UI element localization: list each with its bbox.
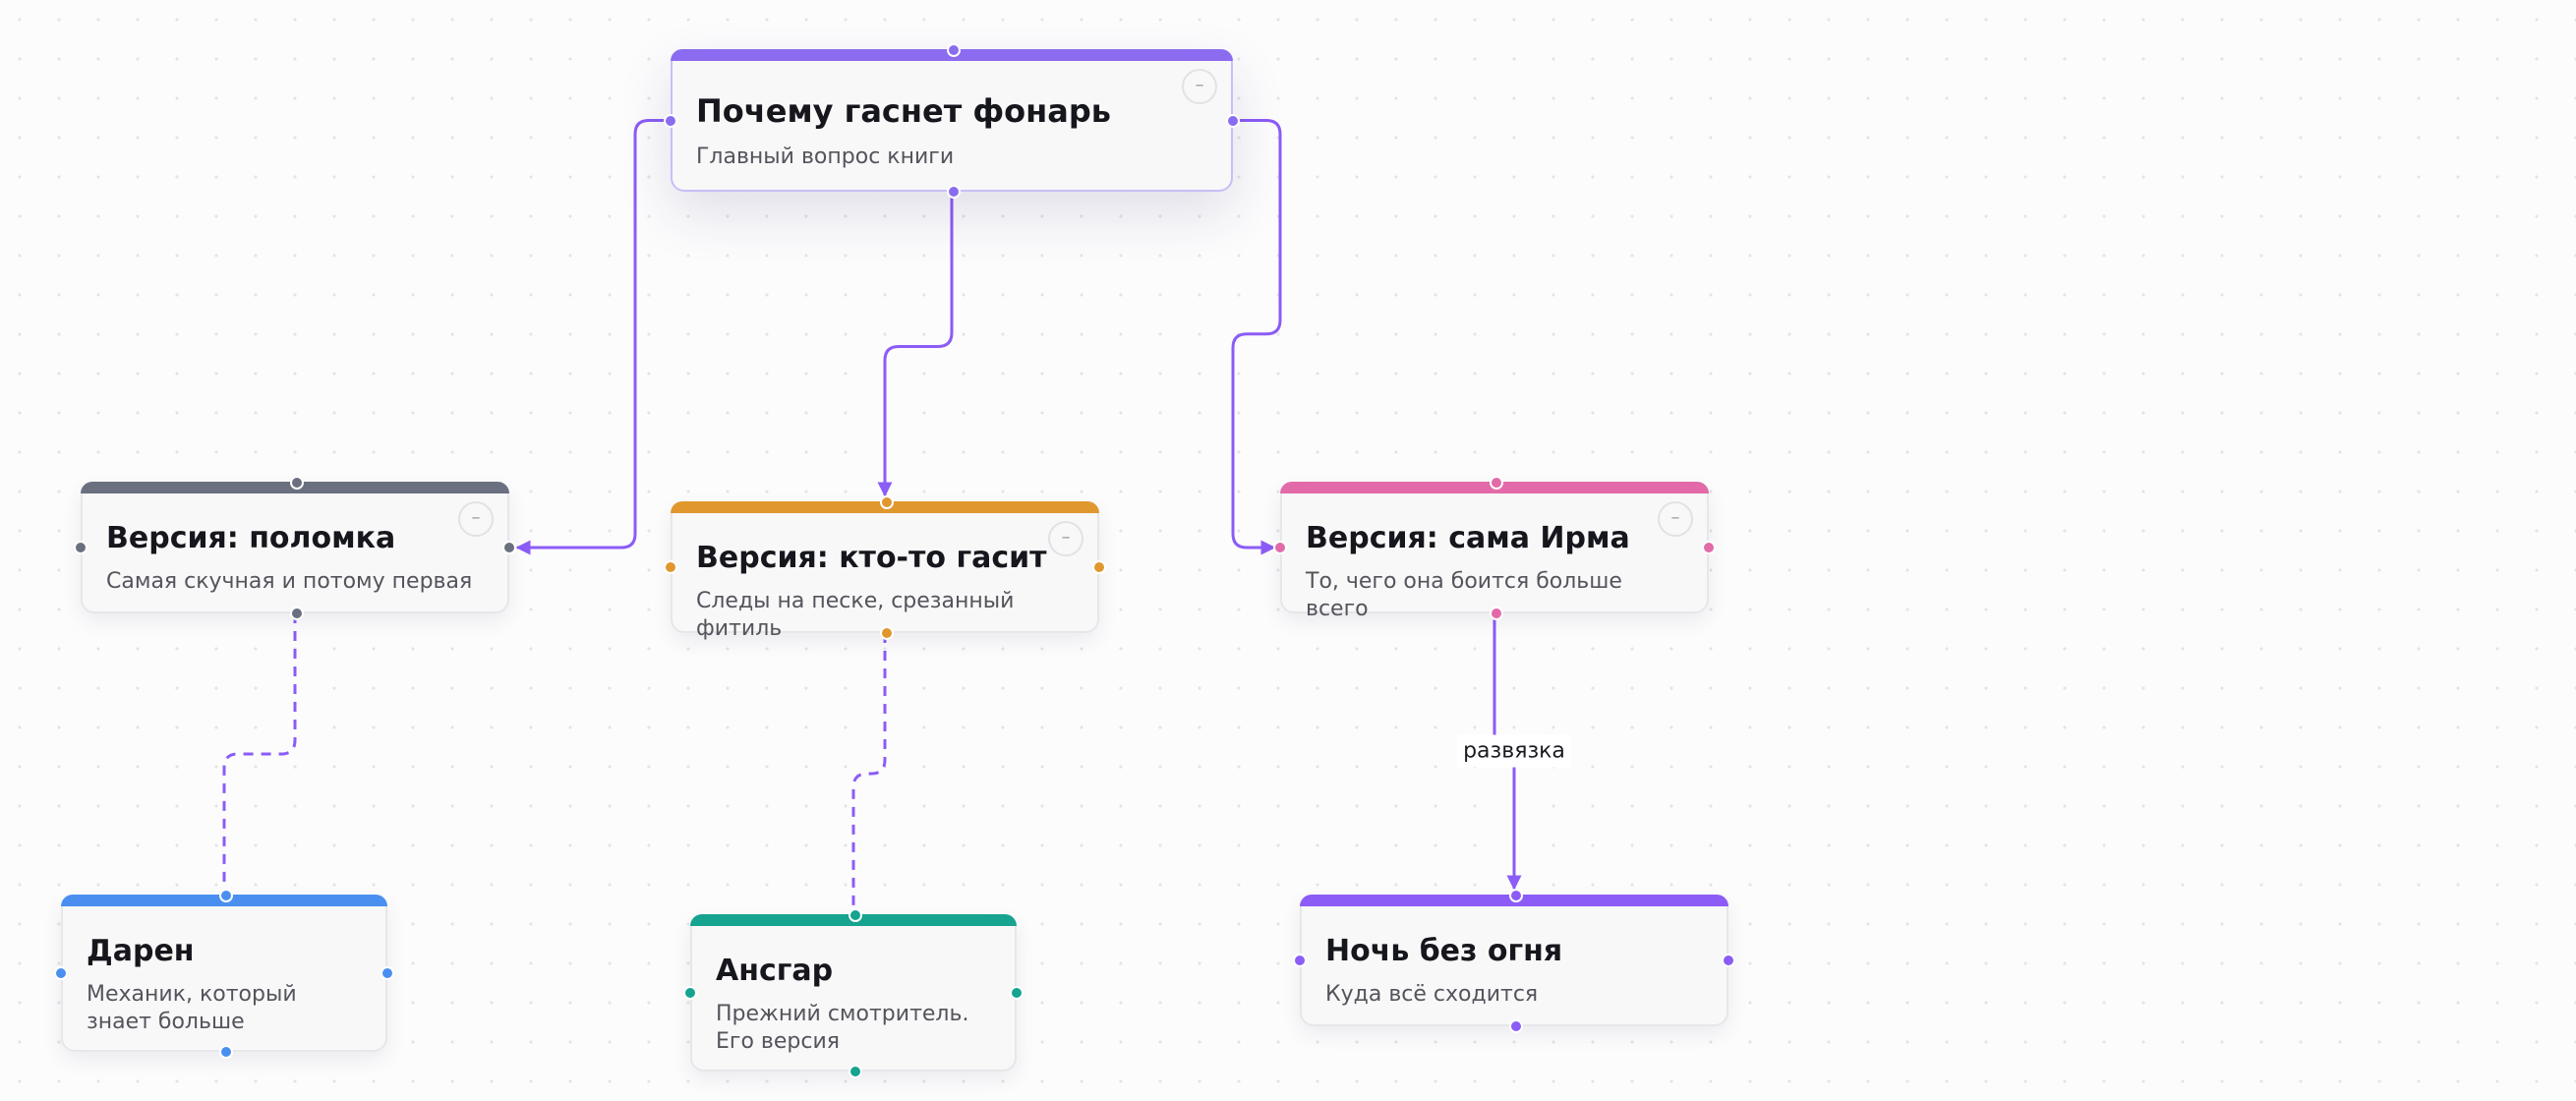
port-bottom[interactable] (1490, 607, 1503, 620)
node-subtitle: Следы на песке, срезанный фитиль (696, 589, 1015, 641)
node-subtitle: Механик, который знает больше (87, 982, 297, 1034)
port-left[interactable] (664, 560, 677, 574)
port-bottom[interactable] (1509, 1019, 1523, 1033)
port-right[interactable] (1010, 986, 1024, 1000)
port-left[interactable] (74, 541, 88, 554)
port-left[interactable] (1273, 541, 1287, 554)
node-title: Дарен (87, 934, 195, 968)
node-title: Версия: кто-то гасит (696, 541, 1047, 575)
node-title: Ночь без огня (1325, 934, 1563, 968)
edge-label: развязка (1457, 734, 1571, 768)
port-right[interactable] (1226, 113, 1240, 128)
port-top[interactable] (290, 476, 304, 490)
node-subtitle: Прежний смотритель. Его версия (716, 1002, 969, 1054)
minus-icon: – (471, 507, 481, 528)
node-title: Ансгар (716, 954, 834, 988)
port-bottom[interactable] (290, 607, 304, 620)
port-right[interactable] (1702, 541, 1716, 554)
edge-root-to-someone[interactable] (877, 192, 954, 497)
collapse-button[interactable]: – (1182, 69, 1217, 104)
port-right[interactable] (1092, 560, 1106, 574)
minus-icon: – (1061, 527, 1071, 548)
edge-root-to-breakdown[interactable] (515, 119, 671, 555)
port-right[interactable] (1722, 954, 1735, 967)
port-left[interactable] (54, 966, 68, 980)
port-bottom[interactable] (947, 185, 961, 199)
node-title: Почему гаснет фонарь (696, 92, 1111, 130)
edge-someone-to-ansgar[interactable] (851, 633, 887, 914)
node-subtitle: Главный вопрос книги (696, 145, 955, 169)
node-title: Версия: поломка (106, 521, 396, 555)
port-top[interactable] (1490, 476, 1503, 490)
port-top[interactable] (219, 889, 233, 902)
minus-icon: – (1670, 507, 1680, 528)
port-top[interactable] (849, 908, 862, 922)
node-subtitle: Куда всё сходится (1325, 982, 1539, 1007)
node-title: Версия: сама Ирма (1306, 521, 1630, 555)
port-bottom[interactable] (219, 1045, 233, 1059)
collapse-button[interactable]: – (1048, 521, 1083, 556)
port-top[interactable] (1509, 889, 1523, 902)
edge-breakdown-to-daren[interactable] (222, 613, 297, 895)
edge-root-to-irma[interactable] (1231, 119, 1282, 555)
collapse-button[interactable]: – (458, 501, 494, 537)
port-left[interactable] (1293, 954, 1307, 967)
collapse-button[interactable]: – (1658, 501, 1693, 537)
port-left[interactable] (664, 113, 677, 128)
port-top[interactable] (947, 43, 961, 57)
node-subtitle: Самая скучная и потому первая (106, 569, 473, 594)
port-top[interactable] (880, 495, 894, 509)
port-right[interactable] (381, 966, 394, 980)
node-subtitle: То, чего она боится больше всего (1306, 569, 1622, 621)
minus-icon: – (1195, 75, 1204, 95)
port-bottom[interactable] (849, 1065, 862, 1078)
port-left[interactable] (683, 986, 697, 1000)
port-bottom[interactable] (880, 626, 894, 640)
port-right[interactable] (502, 541, 516, 554)
